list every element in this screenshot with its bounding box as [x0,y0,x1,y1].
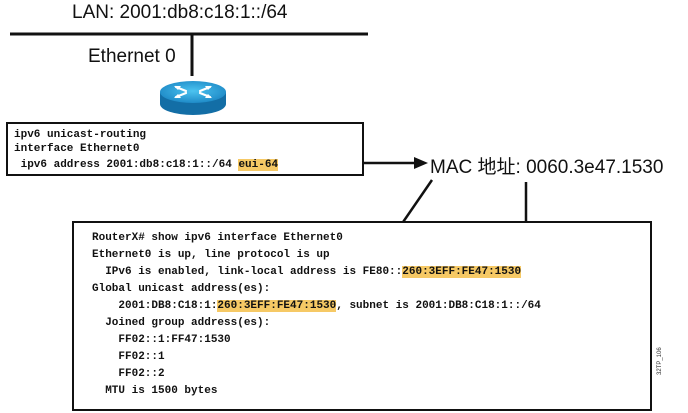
config-line-2: interface Ethernet0 [14,143,140,155]
lan-prefix-label: LAN: 2001:db8:c18:1::/64 [72,2,288,23]
figure-code: 32TP_106 [657,347,663,375]
router-config-box: ipv6 unicast-routing interface Ethernet0… [6,122,364,176]
interface-label: Ethernet 0 [88,46,176,67]
link-local-interface-id: 260:3EFF:FE47:1530 [402,266,522,278]
mac-address-label: MAC 地址: 0060.3e47.1530 [430,152,663,179]
config-line-3: ipv6 address 2001:db8:c18:1::/64 eui-64 [14,158,279,172]
router-icon [160,81,226,115]
global-prefix: 2001:DB8:C18:1: [92,300,218,312]
eui64-keyword: eui-64 [238,159,279,171]
joined-group-heading: Joined group address(es): [92,317,271,329]
global-unicast-line: 2001:DB8:C18:1:260:3EFF:FE47:1530, subne… [92,299,541,313]
group-address-2: FF02::1 [92,351,165,363]
group-address-3: FF02::2 [92,368,165,380]
show-ipv6-output-box: RouterX# show ipv6 interface Ethernet0 E… [72,221,652,411]
mac-address-word: 地址 [477,156,516,178]
global-subnet: , subnet is 2001:DB8:C18:1::/64 [336,300,541,312]
link-local-prefix: IPv6 is enabled, link-local address is F… [92,266,403,278]
config-line-1: ipv6 unicast-routing [14,129,147,141]
link-local-line: IPv6 is enabled, link-local address is F… [92,265,522,279]
group-address-1: FF02::1:FF47:1530 [92,334,231,346]
config-ipv6-address: ipv6 address 2001:db8:c18:1::/64 [14,159,239,171]
interface-status-line: Ethernet0 is up, line protocol is up [92,249,330,261]
mac-value: : 0060.3e47.1530 [515,157,664,178]
mac-prefix: MAC [430,157,478,178]
show-command-line: RouterX# show ipv6 interface Ethernet0 [92,232,343,244]
global-unicast-heading: Global unicast address(es): [92,283,271,295]
eui64-to-mac-arrowhead [414,157,428,169]
mtu-line: MTU is 1500 bytes [92,385,218,397]
global-interface-id: 260:3EFF:FE47:1530 [217,300,337,312]
